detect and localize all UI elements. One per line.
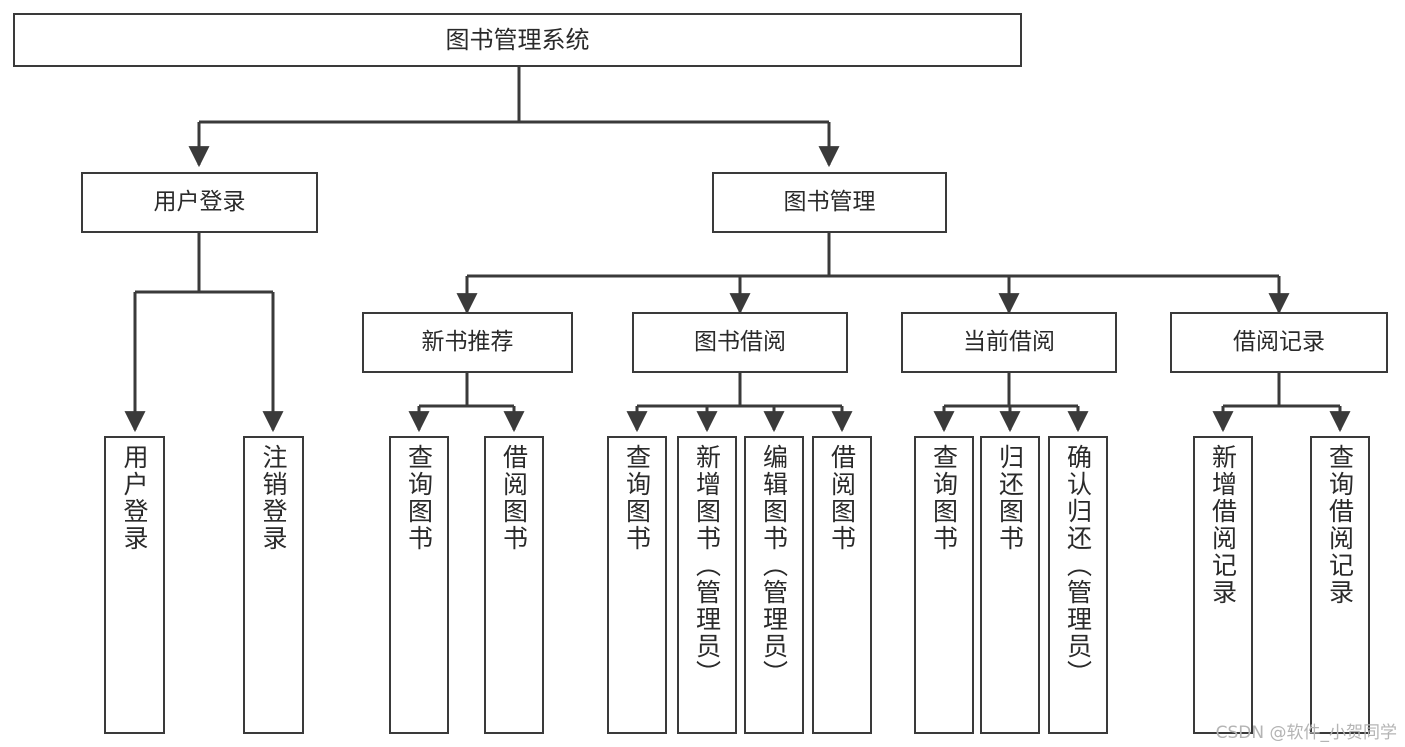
node-label: 归还图书 <box>995 444 1025 552</box>
node-label: 新书推荐 <box>421 328 514 355</box>
leaf-book-borrow-query-books[interactable]: 查询图书 <box>607 436 667 734</box>
node-user-login[interactable]: 用户登录 <box>81 172 318 233</box>
leaf-current-borrow-confirm-return-admin[interactable]: 确认归还（管理员） <box>1048 436 1108 734</box>
leaf-user-login-login[interactable]: 用户登录 <box>104 436 165 734</box>
node-book-borrowing[interactable]: 图书借阅 <box>632 312 848 373</box>
node-label: 注销登录 <box>259 444 288 552</box>
node-label: 借阅图书 <box>827 444 857 552</box>
node-new-book-recommendation[interactable]: 新书推荐 <box>362 312 573 373</box>
node-label: 借阅记录 <box>1233 328 1325 355</box>
leaf-current-borrow-return-books[interactable]: 归还图书 <box>980 436 1040 734</box>
node-label: 查询图书 <box>929 444 959 552</box>
leaf-borrow-record-add-record[interactable]: 新增借阅记录 <box>1193 436 1253 734</box>
node-borrowing-record[interactable]: 借阅记录 <box>1170 312 1388 373</box>
node-label: 新增图书（管理员） <box>692 444 722 687</box>
node-label: 查询借阅记录 <box>1325 444 1355 606</box>
node-label: 编辑图书（管理员） <box>759 444 789 687</box>
node-label: 当前借阅 <box>963 328 1055 355</box>
node-label: 图书管理系统 <box>445 25 590 54</box>
leaf-new-book-query-books[interactable]: 查询图书 <box>389 436 449 734</box>
node-label: 查询图书 <box>622 444 652 552</box>
node-current-borrowing[interactable]: 当前借阅 <box>901 312 1117 373</box>
leaf-book-borrow-add-book-admin[interactable]: 新增图书（管理员） <box>677 436 737 734</box>
node-label: 图书管理 <box>783 188 876 215</box>
leaf-new-book-borrow-books[interactable]: 借阅图书 <box>484 436 544 734</box>
node-label: 图书借阅 <box>694 328 786 355</box>
leaf-borrow-record-query-record[interactable]: 查询借阅记录 <box>1310 436 1370 734</box>
leaf-book-borrow-borrow-books[interactable]: 借阅图书 <box>812 436 872 734</box>
node-label: 用户登录 <box>153 188 246 215</box>
node-label: 查询图书 <box>404 444 434 552</box>
node-book-management[interactable]: 图书管理 <box>712 172 947 233</box>
node-label: 用户登录 <box>120 444 149 552</box>
node-root-book-management-system[interactable]: 图书管理系统 <box>13 13 1022 67</box>
leaf-current-borrow-query-books[interactable]: 查询图书 <box>914 436 974 734</box>
csdn-watermark: CSDN @软件_小贺同学 <box>1215 723 1397 743</box>
node-label: 借阅图书 <box>499 444 529 552</box>
node-label: 确认归还（管理员） <box>1063 444 1093 687</box>
leaf-book-borrow-edit-book-admin[interactable]: 编辑图书（管理员） <box>744 436 804 734</box>
node-label: 新增借阅记录 <box>1208 444 1238 606</box>
leaf-user-login-logout[interactable]: 注销登录 <box>243 436 304 734</box>
